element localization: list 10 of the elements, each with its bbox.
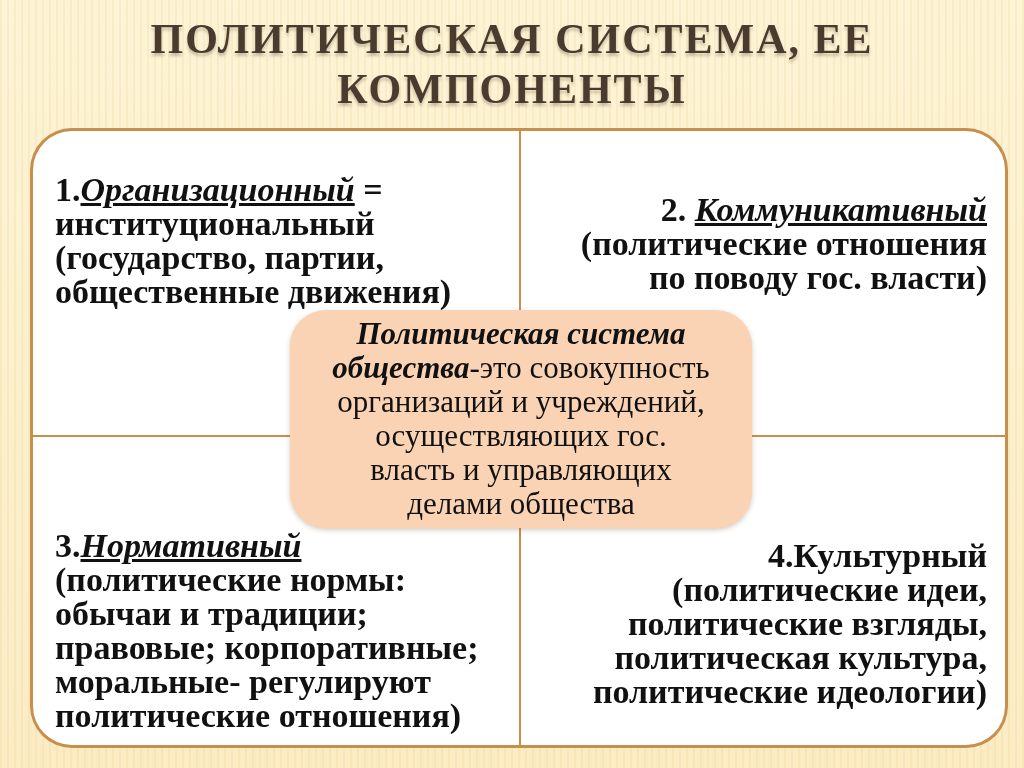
slide-title: ПОЛИТИЧЕСКАЯ СИСТЕМА, ЕЕ КОМПОНЕНТЫ [149,15,875,114]
component-heading: 2. Коммуникативный [659,193,987,227]
component-heading: 4.Культурный [766,539,987,573]
definition-text: Политическая система общества-это совокупность организаций и учреждений, осуществляющих гос. власть и управляющих делами общества [332,317,710,521]
component-heading: 3.Нормативный [55,529,303,563]
component-description: (политические идеи, политические взгляды, политическая культура, политические идеологии) [591,573,987,709]
component-description: (политические отношения по поводу гос. власти) [579,227,987,295]
component-description: 1.Организационный = институциональный (государство, партии, общественные движения) [55,173,453,309]
component-description: (политические нормы: обычаи и традиции; правовые; корпоративные; моральные- регулируют политические отношения) [55,563,480,733]
definition-box [290,310,752,528]
